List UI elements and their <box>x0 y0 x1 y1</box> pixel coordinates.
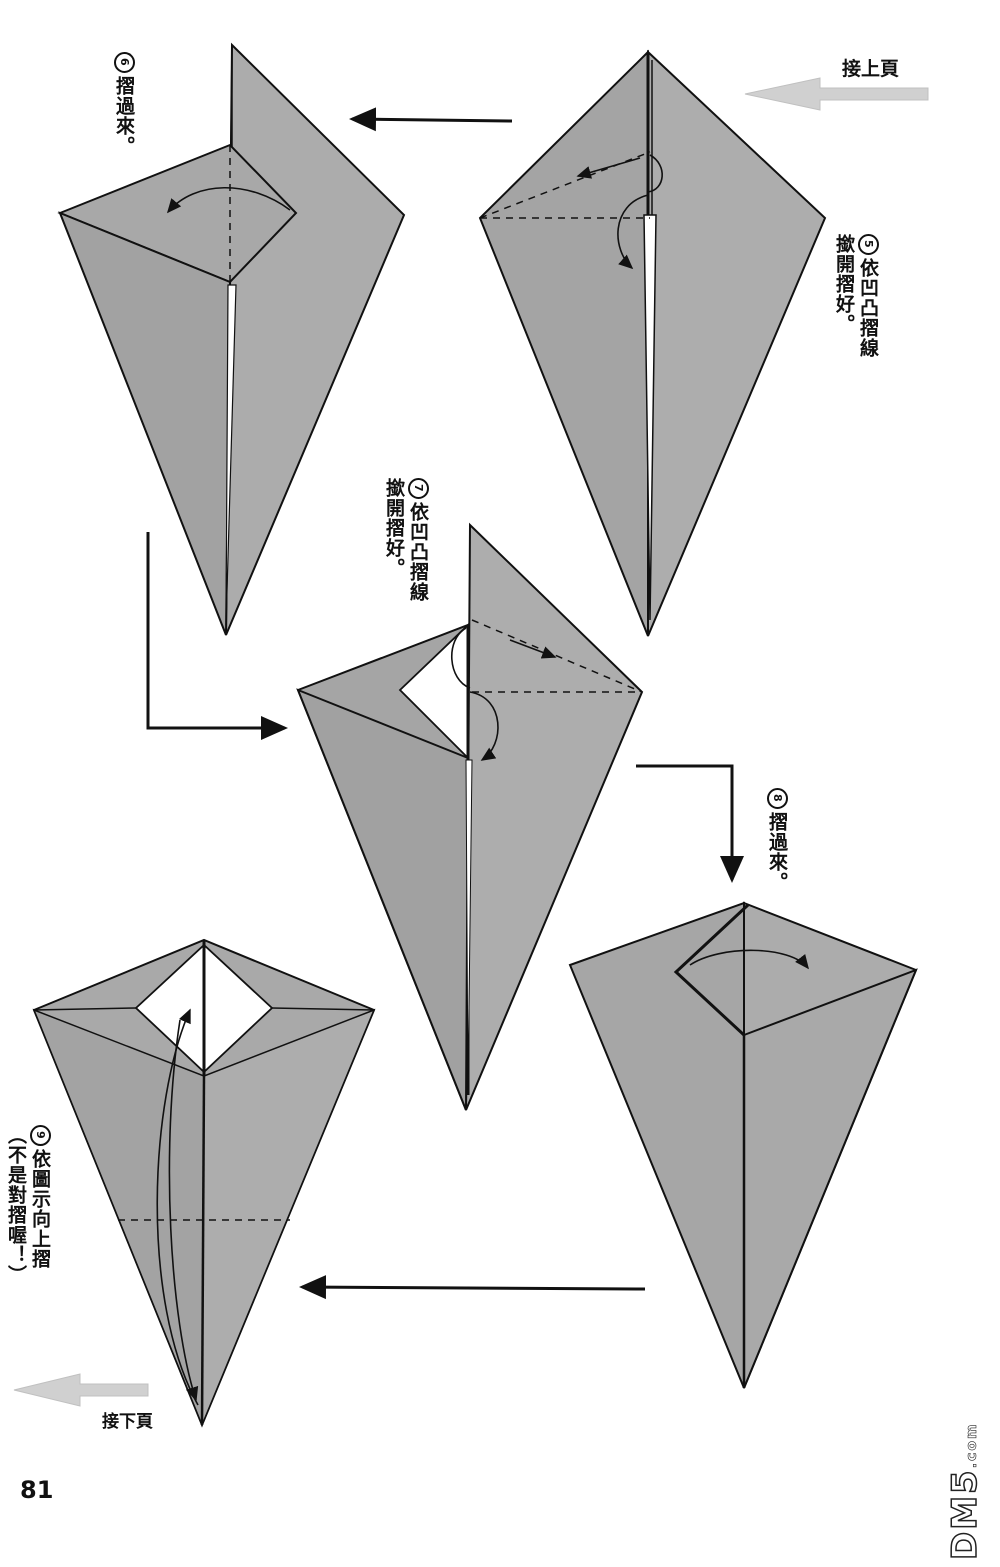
step5-kite-left <box>478 49 649 637</box>
arrow-5-to-6 <box>349 107 513 132</box>
step5-kite-right <box>647 49 827 637</box>
continued-to-arrow-icon <box>13 1373 149 1407</box>
step7-label: 7依凹凸摺線 撳開摺好。 <box>382 478 430 602</box>
step6-number: 6 <box>114 52 135 73</box>
watermark-main: DM5 <box>944 1468 986 1561</box>
step9-text: 依圖示向上摺 ︵不是對摺喔！︶ <box>5 1125 51 1285</box>
watermark-logo: DM5.com <box>944 1422 986 1561</box>
continued-from-label: 接上頁 <box>842 58 900 80</box>
step6-label: 6 摺過來。 <box>112 52 136 156</box>
watermark-suffix: .com <box>964 1422 981 1469</box>
step9-label: 9依圖示向上摺 ︵不是對摺喔！︶ <box>4 1125 52 1285</box>
step8-fold-arrow <box>689 949 809 970</box>
step5-center-slit <box>643 214 657 621</box>
arrow-8-to-9 <box>299 1275 646 1300</box>
step8-number: 8 <box>767 788 788 809</box>
step8-figure <box>568 901 918 1389</box>
step7-text: 依凹凸摺線 撳開摺好。 <box>383 478 429 602</box>
step7-figure <box>296 522 644 1111</box>
continued-from-arrow-icon <box>744 77 929 111</box>
step5-fold-arrow-up <box>647 154 663 193</box>
step7-fold-arrow-down <box>469 691 499 761</box>
continued-to-label: 接下頁 <box>102 1412 153 1432</box>
step5-dashed-fold-a <box>479 151 651 219</box>
step9-fold-arrow-down <box>168 1019 199 1402</box>
step6-fold-arrow <box>166 187 291 214</box>
step5-text: 依凹凸摺線 撳開摺好。 <box>833 234 879 358</box>
step9-figure <box>32 938 376 1428</box>
arrow-7-to-8 <box>636 764 744 883</box>
step7-number: 7 <box>408 478 429 499</box>
step5-label: 5依凹凸摺線 撳開摺好。 <box>832 234 880 358</box>
step8-text: 摺過來。 <box>766 812 788 892</box>
step9-number: 9 <box>30 1125 51 1146</box>
step8-label: 8 摺過來。 <box>765 788 789 892</box>
arrow-6-to-7 <box>146 532 288 740</box>
step6-figure <box>57 42 406 636</box>
step5-fold-arrow-down <box>617 194 649 270</box>
step5-number: 5 <box>858 234 879 255</box>
step6-text: 摺過來。 <box>113 76 135 156</box>
step5-figure <box>478 49 827 637</box>
page-number: 81 <box>20 1476 54 1504</box>
